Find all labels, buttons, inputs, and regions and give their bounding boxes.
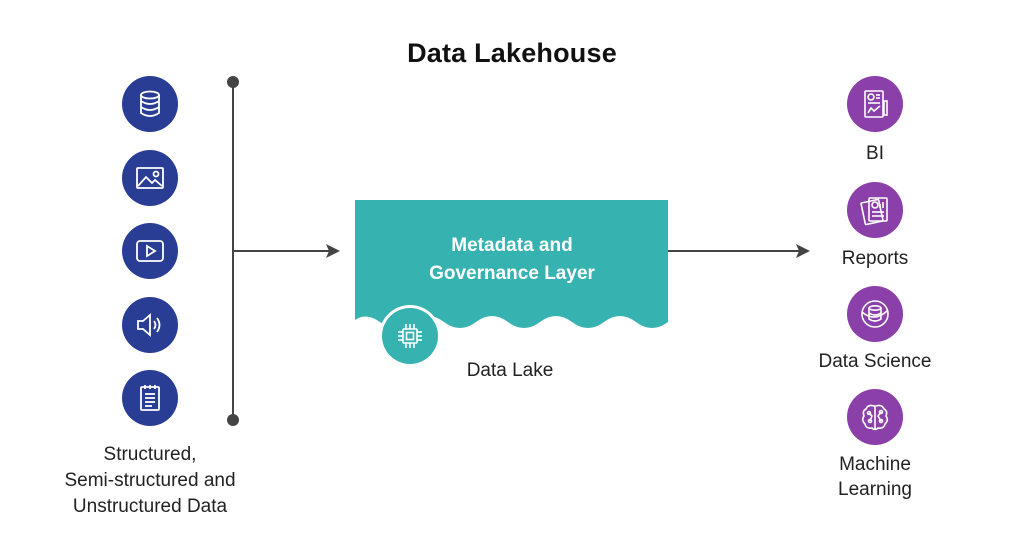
data-lake-label: Data Lake <box>466 360 554 381</box>
chip-icon <box>382 308 438 364</box>
audio-icon <box>122 297 178 353</box>
ml-label-line-1: Machine <box>839 454 911 475</box>
bus-bottom-dot <box>227 414 239 426</box>
output-label-machine-learning: Machine Learning <box>790 452 960 502</box>
video-icon <box>122 223 178 279</box>
sources-caption-line-2: Semi-structured and <box>64 470 236 491</box>
input-arrowhead <box>326 244 340 258</box>
image-icon <box>122 150 178 206</box>
brain-icon <box>847 389 903 445</box>
output-arrowhead <box>796 244 810 258</box>
diagram-title: Data Lakehouse <box>407 38 617 68</box>
output-label-bi: BI <box>866 143 884 164</box>
reports-icon <box>847 182 903 238</box>
ml-label-line-2: Learning <box>838 479 912 500</box>
governance-layer-shape <box>355 200 668 328</box>
sources-caption-line-1: Structured, <box>103 444 197 465</box>
data-science-icon <box>847 286 903 342</box>
bus-top-dot <box>227 76 239 88</box>
output-label-data-science: Data Science <box>818 351 932 372</box>
document-icon <box>122 370 178 426</box>
sources-caption: Structured, Semi-structured and Unstruct… <box>20 442 280 520</box>
output-label-reports: Reports <box>841 248 909 269</box>
governance-layer-title: Metadata and Governance Layer <box>358 232 666 288</box>
sources-caption-line-3: Unstructured Data <box>72 496 228 517</box>
governance-title-line-1: Metadata and <box>451 235 573 256</box>
dashboard-icon <box>847 76 903 132</box>
governance-title-line-2: Governance Layer <box>429 263 595 284</box>
database-icon <box>122 76 178 132</box>
